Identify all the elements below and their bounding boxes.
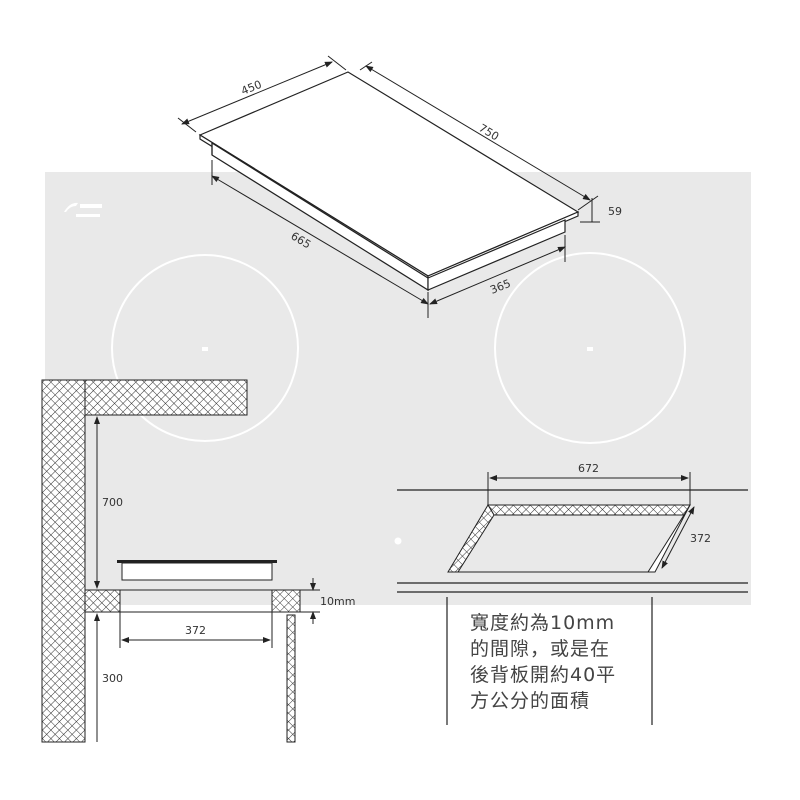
left-burner-ring <box>111 254 299 442</box>
power-dot <box>394 537 402 545</box>
cabinet-side-section <box>286 614 296 743</box>
back-panel <box>446 597 653 725</box>
dim-side-cutout-label: 372 <box>185 624 206 637</box>
note-line: 方公分的面積 <box>470 690 591 712</box>
countertop-right-section <box>271 589 301 613</box>
side-dimensions <box>94 416 320 742</box>
side-cooktop <box>117 560 277 581</box>
right-burner-indicator <box>587 347 593 351</box>
isometric-dimensions <box>177 55 600 318</box>
dim-height-label: 59 <box>608 205 622 218</box>
dim-lower-label: 300 <box>102 672 123 685</box>
dim-gap-label: 10mm <box>320 595 355 608</box>
dim-cutout-depth-label: 372 <box>690 532 711 545</box>
upper-cabinet-section <box>84 379 248 416</box>
right-burner-ring <box>494 252 686 444</box>
left-burner-indicator <box>202 347 208 351</box>
countertop-left-section <box>84 589 121 613</box>
ventilation-note: 寬度約為10mm 的間隙，或是在 後背板開約40平 方公分的面積 <box>470 610 650 714</box>
note-line: 後背板開約40平 <box>470 664 617 686</box>
wall-section <box>41 379 86 743</box>
dim-length-label: 750 <box>476 121 501 143</box>
note-line: 的間隙，或是在 <box>470 638 611 660</box>
dim-cutout-length-label-2: 672 <box>578 462 599 475</box>
dim-width-label: 450 <box>239 78 263 98</box>
brand-logo <box>64 202 102 217</box>
dim-upper-clearance-label: 700 <box>102 496 123 509</box>
cutout-opening <box>447 504 691 573</box>
note-line: 寬度約為10mm <box>470 612 616 634</box>
cutout-dimensions <box>487 472 695 569</box>
